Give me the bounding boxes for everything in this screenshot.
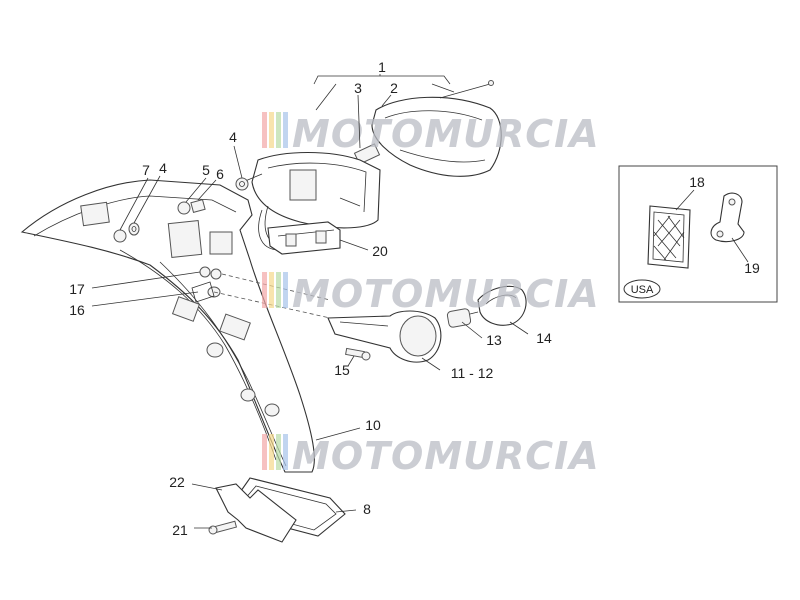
tail-light-lens <box>371 80 502 177</box>
screw-part-15 <box>345 347 371 361</box>
label-20: 20 <box>372 243 388 259</box>
label-21: 21 <box>172 522 188 538</box>
label-1: 1 <box>378 59 386 75</box>
watermark-3: MOTOMURCIA <box>262 434 600 478</box>
label-15: 15 <box>334 362 350 378</box>
label-6: 6 <box>216 166 224 182</box>
bracket-part-19 <box>710 192 745 243</box>
label-22: 22 <box>169 474 185 490</box>
label-19: 19 <box>744 260 760 276</box>
reflector-part-18 <box>647 205 691 269</box>
watermark-1: MOTOMURCIA <box>262 112 600 156</box>
label-18: 18 <box>689 174 705 190</box>
label-5: 5 <box>202 162 210 178</box>
rear-fender <box>20 179 315 473</box>
usa-inset-panel: USA <box>618 165 778 303</box>
label-10: 10 <box>365 417 381 433</box>
watermark-text-2: MOTOMURCIA <box>292 272 600 316</box>
label-3: 3 <box>354 80 362 96</box>
watermark-text-3: MOTOMURCIA <box>292 434 600 478</box>
leader-lines <box>91 74 749 529</box>
label-2: 2 <box>390 80 398 96</box>
label-11-12: 11 - 12 <box>451 365 494 381</box>
callout-labels: 1 2 3 4 7 4 5 6 20 17 16 13 14 15 11 - 1… <box>69 59 760 538</box>
screw-part-21 <box>208 520 238 535</box>
watermark-text-1: MOTOMURCIA <box>292 112 600 156</box>
label-17: 17 <box>69 281 85 297</box>
tail-light-housing <box>237 152 381 229</box>
license-light-part-20 <box>267 221 341 255</box>
bracket-part-22 <box>215 483 297 543</box>
label-13: 13 <box>486 332 502 348</box>
label-14: 14 <box>536 330 552 346</box>
bulb-part-13 <box>446 308 479 328</box>
washer-part-4 <box>235 177 249 191</box>
label-7: 7 <box>142 162 150 178</box>
label-4a: 4 <box>229 129 237 145</box>
usa-badge: USA <box>623 279 661 299</box>
usa-badge-text: USA <box>631 284 654 296</box>
label-8: 8 <box>363 501 371 517</box>
lens-part-14 <box>477 285 527 326</box>
label-16: 16 <box>69 302 85 318</box>
turn-signal-part-11-12 <box>327 310 442 363</box>
watermark-2: MOTOMURCIA <box>262 272 600 316</box>
label-4b: 4 <box>159 160 167 176</box>
